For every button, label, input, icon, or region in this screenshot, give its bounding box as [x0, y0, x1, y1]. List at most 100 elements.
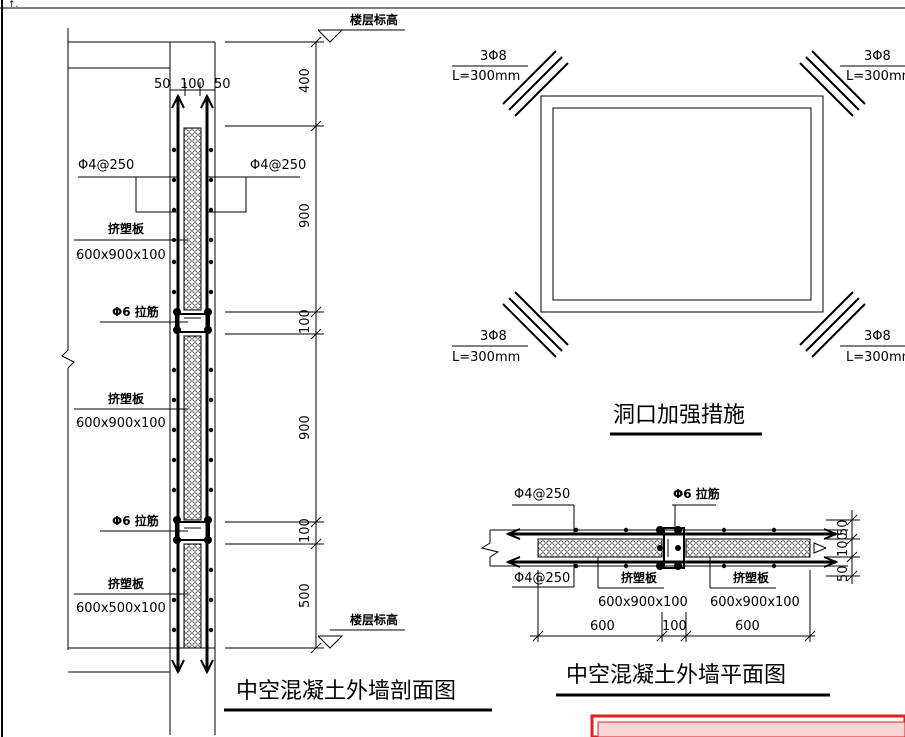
opening-br-len: L=300mm	[846, 350, 905, 365]
opening-view: 3Φ8 L=300mm 3Φ8 L=300mm 3Φ8 L=300mm 3Φ8 …	[452, 49, 905, 436]
plan-board2-size: 600x900x100	[710, 595, 800, 610]
plan-dim-100: 100	[662, 619, 687, 634]
section-board2-name: 挤塑板	[108, 391, 145, 406]
rebar-dot	[173, 326, 181, 334]
rebar-dot	[173, 516, 181, 524]
rebar-dot	[171, 289, 177, 295]
rebar-dot	[204, 308, 212, 316]
section-board1-name: 挤塑板	[108, 221, 145, 236]
rebar-dot	[208, 457, 214, 463]
rebar-dot	[208, 567, 214, 573]
rebar-dot	[208, 237, 214, 243]
opening-tl-len: L=300mm	[452, 69, 520, 84]
rebar-dot	[675, 545, 681, 551]
rebar-dot	[771, 563, 777, 569]
section-rebar-dots	[171, 147, 214, 633]
opening-rebar-bottom-left	[502, 291, 569, 358]
section-tie1-label: Φ6 拉筋	[112, 304, 159, 319]
section-vdim-900-a: 900	[298, 203, 313, 228]
rebar-dot	[171, 457, 177, 463]
rebar-dot	[208, 597, 214, 603]
section-board-2	[183, 335, 202, 521]
opening-rebar-top-right	[799, 50, 866, 117]
section-board-1	[183, 127, 202, 311]
rebar-dot	[171, 487, 177, 493]
rebar-dot	[204, 326, 212, 334]
opening-rebar-top-left	[502, 50, 569, 117]
plan-dim-ticks	[532, 630, 816, 642]
rebar-dot	[573, 527, 579, 533]
rebar-dot	[171, 259, 177, 265]
plan-dim-600-right: 600	[735, 619, 760, 634]
rebar-dot	[171, 567, 177, 573]
opening-bl-rebar: 3Φ8	[480, 329, 507, 344]
section-dim-ticks	[310, 36, 322, 654]
section-vdim-500: 500	[298, 583, 313, 608]
plan-title: 中空混凝土外墙平面图	[566, 663, 786, 688]
plan-rebar-bottom-label: Φ4@250	[514, 571, 570, 586]
section-vdim-900-b: 900	[298, 415, 313, 440]
rebar-dot	[208, 627, 214, 633]
rebar-dot	[208, 427, 214, 433]
section-board1-size: 600x900x100	[76, 248, 166, 263]
opening-rebar-bottom-right	[799, 291, 866, 358]
rebar-dot	[204, 516, 212, 524]
plan-dim-right-50-bottom: 50	[836, 565, 851, 582]
rebar-dot	[208, 487, 214, 493]
rebar-dot	[208, 147, 214, 153]
plan-dim-right-50-top: 50	[836, 519, 851, 536]
section-rebar-left-label: Φ4@250	[78, 158, 134, 173]
rebar-dot	[173, 536, 181, 544]
rebar-dot	[657, 545, 663, 551]
opening-title: 洞口加强措施	[613, 403, 745, 428]
rebar-dot	[573, 563, 579, 569]
plan-view: Φ4@250 Φ6 拉筋 Φ4@250 挤塑板 600x900x100 挤塑板 …	[480, 486, 860, 697]
section-floor-level-top: 楼层标高	[350, 12, 398, 27]
plan-board-1	[537, 538, 663, 558]
opening-bl-len: L=300mm	[452, 350, 520, 365]
section-vdim-100-b: 100	[298, 518, 313, 543]
rebar-dot	[674, 562, 682, 570]
section-floor-level-bottom: 楼层标高	[350, 612, 398, 627]
rebar-dot	[208, 367, 214, 373]
section-vdim-400: 400	[298, 68, 313, 93]
section-board-3	[183, 543, 202, 649]
plan-rebar-top-label: Φ4@250	[514, 487, 570, 502]
plan-rebar-dots	[573, 526, 777, 570]
section-board3-size: 600x500x100	[76, 601, 166, 616]
section-view: 50 100 50 Φ4@250 Φ4@250 挤塑板 600x900x100 …	[61, 12, 492, 735]
section-vdim-100-a: 100	[298, 309, 313, 334]
plan-dim-right-100: 100	[836, 532, 851, 557]
rebar-dot	[171, 367, 177, 373]
rebar-dot	[208, 207, 214, 213]
section-dim-50-left: 50	[154, 77, 171, 92]
opening-br-rebar: 3Φ8	[864, 329, 891, 344]
rebar-dot	[208, 289, 214, 295]
section-board3-name: 挤塑板	[108, 576, 145, 591]
rebar-dot	[171, 597, 177, 603]
rebar-dot	[623, 563, 629, 569]
section-dim-50-right: 50	[214, 77, 231, 92]
rebar-dot	[208, 397, 214, 403]
opening-tr-rebar: 3Φ8	[864, 49, 891, 64]
plan-board-2	[685, 538, 811, 558]
rebar-dot	[173, 308, 181, 316]
rebar-dot	[171, 147, 177, 153]
plan-tie-label: Φ6 拉筋	[673, 486, 720, 501]
opening-tl-rebar: 3Φ8	[480, 49, 507, 64]
plan-board1-size: 600x900x100	[598, 595, 688, 610]
rebar-dot	[171, 177, 177, 183]
rebar-dot	[721, 527, 727, 533]
rebar-dot	[171, 627, 177, 633]
section-dim-100: 100	[180, 77, 205, 92]
red-stamp-partial	[590, 714, 905, 737]
section-tie2-label: Φ6 拉筋	[112, 513, 159, 528]
svg-text:↑.: ↑.	[8, 0, 18, 10]
opening-tr-len: L=300mm	[846, 69, 905, 84]
rebar-dot	[771, 527, 777, 533]
rebar-dot	[208, 259, 214, 265]
rebar-dot	[674, 526, 682, 534]
rebar-dot	[208, 177, 214, 183]
